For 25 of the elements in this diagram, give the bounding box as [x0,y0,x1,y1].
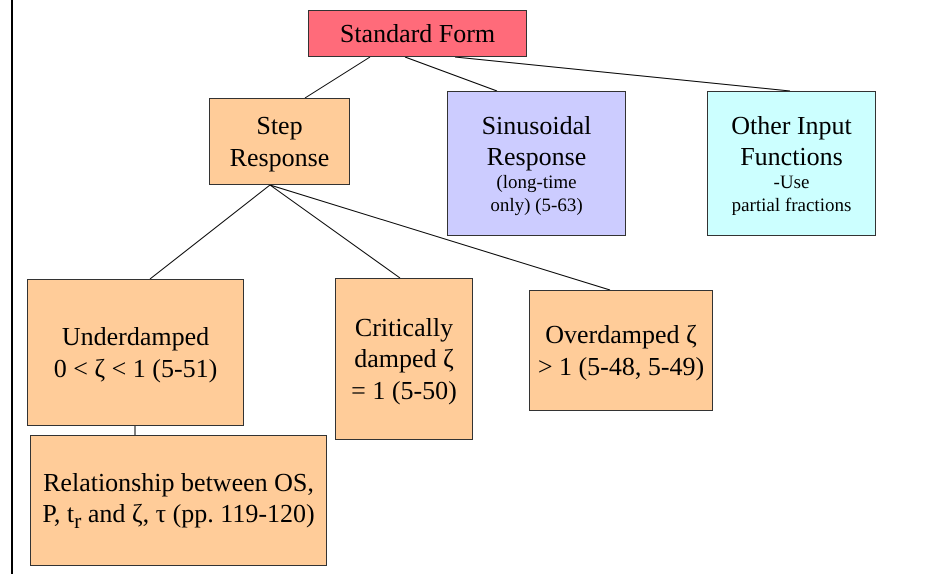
case-box [335,278,473,440]
box-title: Other Input Functions [730,110,853,172]
root-box [308,10,527,57]
case-box [27,279,244,426]
connector-line [404,56,498,92]
box-title: Overdamped ζ > 1 (5-48, 5-49) [536,319,706,382]
connector-line [454,56,790,92]
connector-line [270,184,610,290]
connector-line [134,426,136,436]
branch-box [209,98,350,185]
box-title: Step Response [230,110,330,173]
box-note: -Use partial fractions [730,172,852,218]
connector-line [270,184,400,278]
connector-line [150,184,270,280]
note-box [30,435,327,566]
box-note: (long-time only) (5-63) [489,172,584,218]
box-title: Underdamped 0 < ζ < 1 (5-51) [52,321,218,384]
branch-box [707,91,876,236]
connector-line [304,56,370,98]
box-title: Sinusoidal Response [480,110,592,172]
box-title: Critically damped ζ = 1 (5-50) [350,312,458,406]
box-title: Relationship between OS, P, t$_{r}$ and ζ, τ (pp. 119-120) [41,466,316,534]
box-title: Standard Form [340,18,496,50]
case-box [529,290,713,411]
branch-box [447,91,626,236]
